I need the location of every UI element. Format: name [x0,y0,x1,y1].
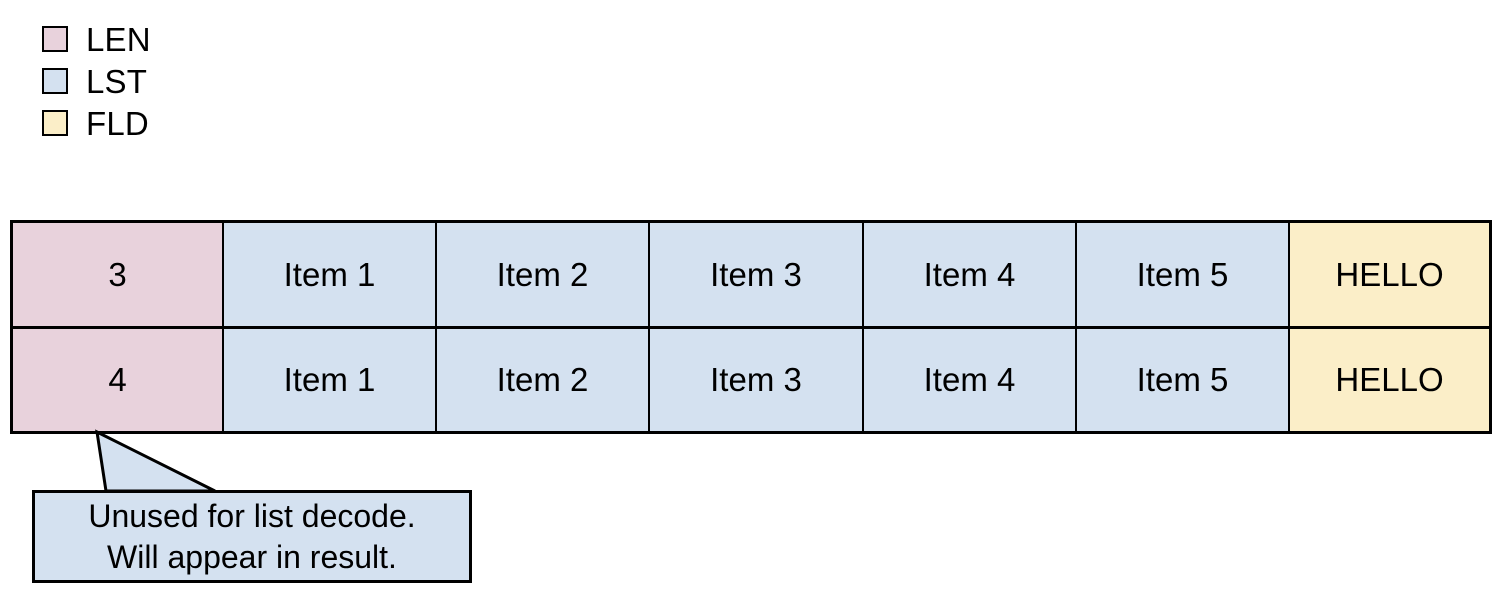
color-swatch-icon-lst [42,68,68,94]
legend-item-len: LEN [42,18,342,60]
table-cell-fld: HELLO [1290,223,1489,326]
legend-item-fld: FLD [42,102,342,144]
table-cell-len: 3 [13,223,224,326]
legend-label-lst: LST [86,62,148,100]
table-cell-lst: Item 2 [437,328,650,431]
table-cell-lst: Item 1 [224,223,437,326]
legend-label-fld: FLD [86,104,149,142]
table-cell-lst: Item 5 [1077,223,1290,326]
table-row: 3 Item 1 Item 2 Item 3 Item 4 Item 5 HEL… [13,223,1489,329]
table-cell-fld: HELLO [1290,328,1489,431]
table-cell-lst: Item 3 [650,328,864,431]
table-cell-lst: Item 3 [650,223,864,326]
color-swatch-icon-fld [42,110,68,136]
callout-annotation: Unused for list decode. Will appear in r… [0,425,520,600]
color-swatch-icon-len [42,26,68,52]
legend-item-lst: LST [42,60,342,102]
record-table: 3 Item 1 Item 2 Item 3 Item 4 Item 5 HEL… [10,220,1492,434]
legend-label-len: LEN [86,20,151,58]
legend: LEN LST FLD [42,18,342,144]
table-cell-lst: Item 1 [224,328,437,431]
callout-box: Unused for list decode. Will appear in r… [32,490,472,583]
table-row: 4 Item 1 Item 2 Item 3 Item 4 Item 5 HEL… [13,328,1489,431]
table-cell-lst: Item 5 [1077,328,1290,431]
table-cell-len: 4 [13,328,224,431]
table-cell-lst: Item 4 [864,223,1077,326]
table-cell-lst: Item 4 [864,328,1077,431]
callout-line-2: Will appear in result. [107,538,397,575]
table-cell-lst: Item 2 [437,223,650,326]
callout-line-1: Unused for list decode. [88,497,416,534]
